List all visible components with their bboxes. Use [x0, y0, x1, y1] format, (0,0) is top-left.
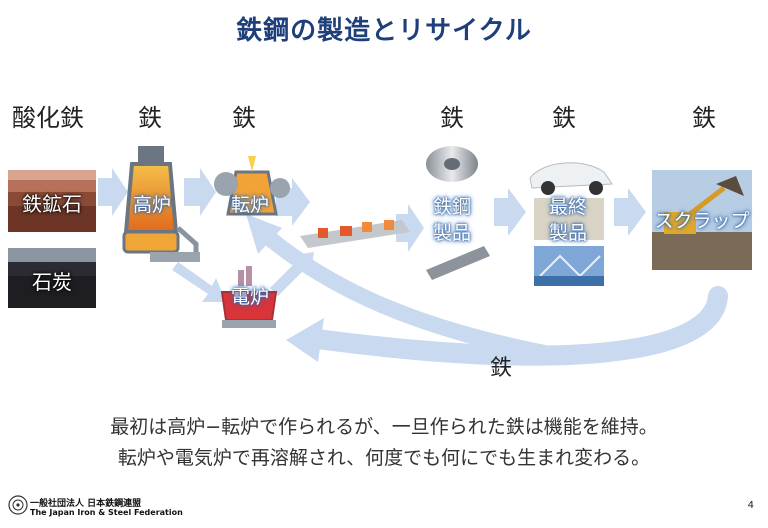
arrow-products-to-final	[494, 188, 526, 236]
iron-ore-label: 鉄鉱石	[22, 192, 82, 216]
steel-beam-illustration	[426, 246, 490, 280]
converter-label: 転炉	[230, 194, 269, 216]
converter-illustration	[214, 156, 290, 216]
message-line-1: 最初は高炉−転炉で作られるが、一旦作られた鉄は機能を維持。	[110, 416, 658, 438]
final-products-label: 最終製品	[548, 196, 587, 244]
scrap-photo	[652, 170, 752, 270]
page-title: 鉄鋼の製造とリサイクル	[236, 16, 532, 46]
footer-org-jp: 一般社団法人 日本鉄鋼連盟	[30, 499, 142, 509]
car-photo	[529, 162, 613, 195]
arrow-ore-to-blast	[98, 168, 128, 216]
arrow-blast-to-electric	[172, 262, 226, 302]
coal-label: 石炭	[32, 270, 72, 294]
blast-furnace-illustration	[122, 146, 200, 262]
blast-furnace-label: 高炉	[132, 194, 171, 216]
footer-org-en: The Japan Iron & Steel Federation	[30, 508, 183, 517]
message-line-2: 転炉や電気炉で再溶解され、何度でも何にでも生まれ変わる。	[117, 447, 651, 469]
label-iron-final: 鉄	[552, 104, 576, 132]
bridge-photo	[534, 246, 604, 286]
steel-coil-illustration	[426, 146, 478, 182]
arrow-blast-to-converter	[184, 168, 216, 216]
steel-products-label: 鉄鋼製品	[432, 196, 471, 244]
label-iron-scrap: 鉄	[692, 104, 716, 132]
coal-photo	[8, 248, 96, 308]
iron-ore-photo	[8, 170, 96, 232]
label-iron-oxide: 酸化鉄	[12, 104, 84, 132]
rolling-line-illustration	[300, 220, 410, 248]
recycle-arrow	[246, 214, 728, 366]
federation-logo-icon	[8, 495, 28, 515]
recycle-iron-label: 鉄	[490, 356, 513, 381]
label-iron-products: 鉄	[440, 104, 464, 132]
electric-furnace-illustration	[220, 266, 278, 328]
electric-furnace-label: 電炉	[230, 286, 269, 308]
arrow-final-to-scrap	[614, 188, 646, 236]
product-box-photo	[534, 198, 604, 240]
label-iron-converter: 鉄	[232, 104, 256, 132]
scrap-label: スクラップ	[654, 210, 750, 232]
arrow-rolling-to-products	[396, 204, 424, 252]
label-iron-blast: 鉄	[138, 104, 162, 132]
page-number: 4	[747, 500, 754, 511]
